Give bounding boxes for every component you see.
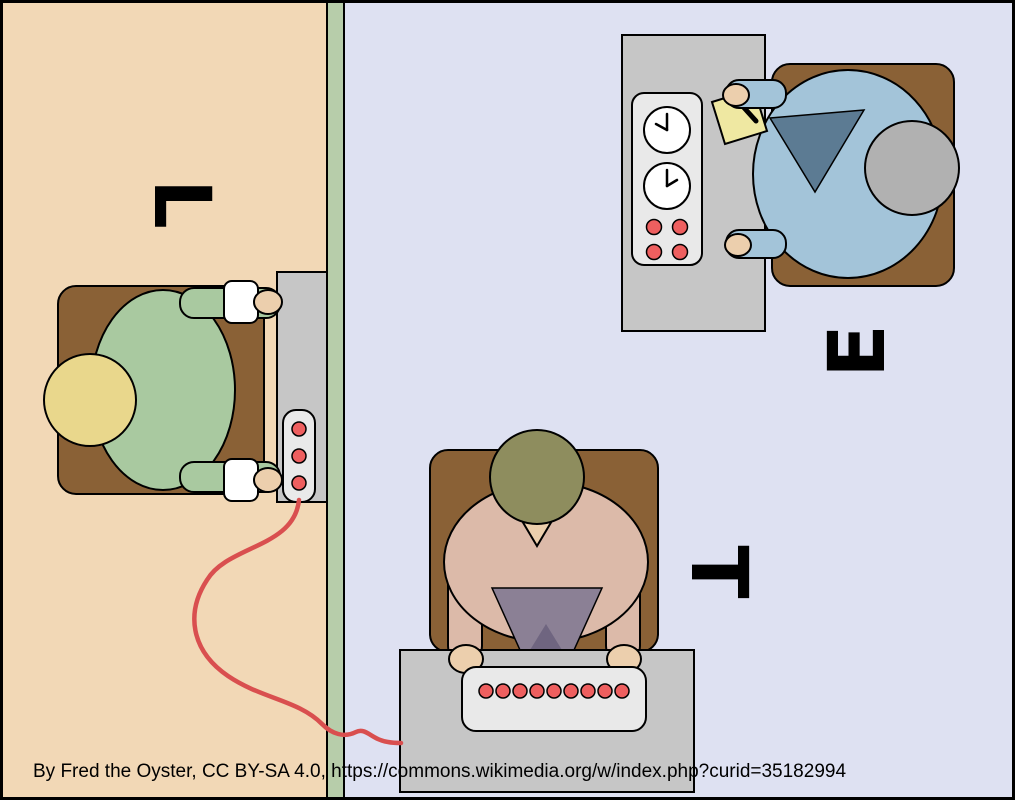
teacher-head [489,429,585,525]
learner-figure [43,271,328,503]
panel-buttons [645,218,689,261]
learner-hand-upper [253,289,283,315]
teacher-figure [399,429,695,793]
experimenter-figure [621,34,960,332]
attribution-text: By Fred the Oyster, CC BY-SA 4.0, https:… [33,761,846,782]
wrist-strap-upper [223,280,259,324]
wrist-strap-lower [223,458,259,502]
experimenter-shoulders [768,109,866,194]
shock-wire [192,497,404,746]
answer-buttons [291,421,307,491]
label-teacher: T [673,545,763,598]
clock-bottom [643,162,691,210]
answer-box [282,409,316,503]
learner-hand-lower [253,467,283,493]
experimenter-hand-lower [724,233,752,257]
clock-top [643,106,691,154]
experimenter-hand-upper [722,83,750,107]
shock-generator [461,666,647,732]
teacher-back-shadow [530,624,562,650]
timer-panel [631,92,703,266]
partition-wall [326,0,345,800]
learner-head [43,353,137,447]
experimenter-head [864,120,960,216]
shock-buttons [478,683,630,699]
label-experimenter: E [813,324,903,377]
label-learner: L [136,179,226,229]
